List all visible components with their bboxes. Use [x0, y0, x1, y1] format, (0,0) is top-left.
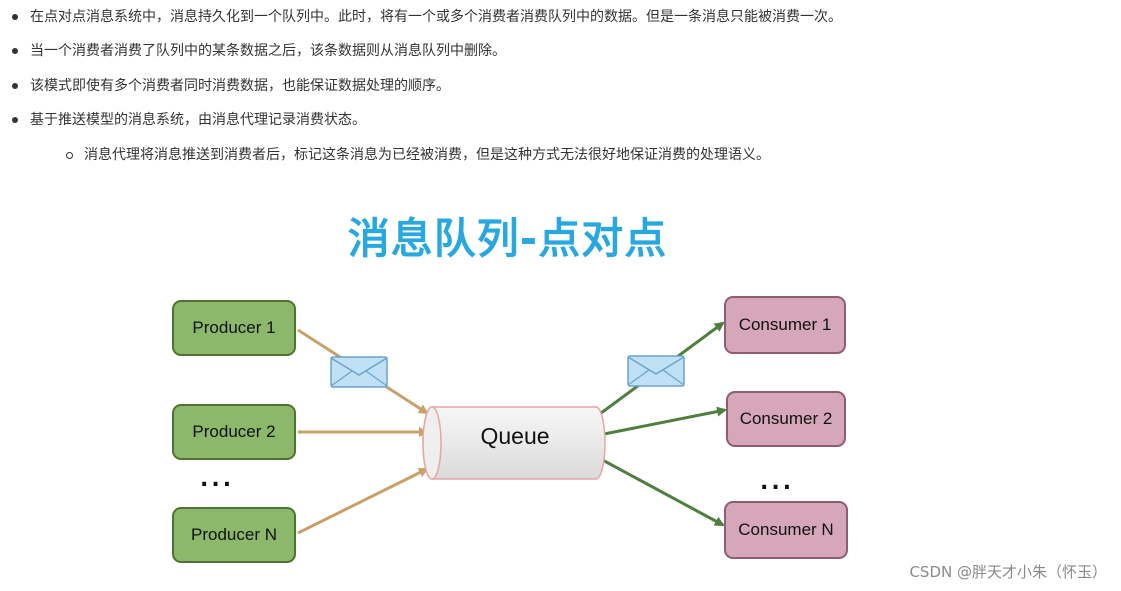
bullet-text: 当一个消费者消费了队列中的某条数据之后，该条数据则从消息队列中删除。 [30, 43, 506, 59]
producer-2-box: Producer 2 [172, 404, 296, 460]
bullet-dot-icon [12, 83, 18, 89]
consumer-2-box: Consumer 2 [726, 391, 846, 447]
bullet-text: 该模式即使有多个消费者同时消费数据，也能保证数据处理的顺序。 [30, 78, 450, 94]
queue-label: Queue [480, 423, 550, 449]
diagram-connectors [297, 321, 727, 535]
diagram-title: 消息队列-点对点 [347, 214, 668, 263]
point-to-point-diagram: 消息队列-点对点 Producer 1 Producer 2 ... Produ… [0, 195, 1121, 591]
producer-n-arrow [297, 467, 429, 535]
envelope-icon [330, 356, 388, 388]
bullet-text: 消息代理将消息推送到消费者后，标记这条消息为已经被消费，但是这种方式无法很好地保… [84, 147, 770, 163]
sub-bullet-circle-icon [66, 152, 73, 159]
csdn-watermark: CSDN @胖天才小朱（怀玉） [909, 563, 1107, 581]
consumer-2-arrow [598, 406, 727, 437]
producer-n-box: Producer N [172, 507, 296, 563]
envelope-icon [627, 355, 685, 387]
bullet-dot-icon [12, 48, 18, 54]
producers-ellipsis: ... [200, 467, 235, 492]
bullet-text: 在点对点消息系统中，消息持久化到一个队列中。此时，将有一个或多个消费者消费队列中… [30, 9, 842, 25]
consumer-1-box: Consumer 1 [724, 296, 846, 354]
queue-cylinder [422, 406, 606, 480]
bullet-dot-icon [12, 14, 18, 20]
bullet-dot-icon [12, 117, 18, 123]
producer-1-box: Producer 1 [172, 300, 296, 356]
consumer-n-box: Consumer N [724, 501, 848, 559]
bullet-text: 基于推送模型的消息系统，由消息代理记录消费状态。 [30, 112, 366, 128]
consumer-n-arrow [596, 455, 725, 527]
consumers-ellipsis: ... [760, 470, 795, 495]
